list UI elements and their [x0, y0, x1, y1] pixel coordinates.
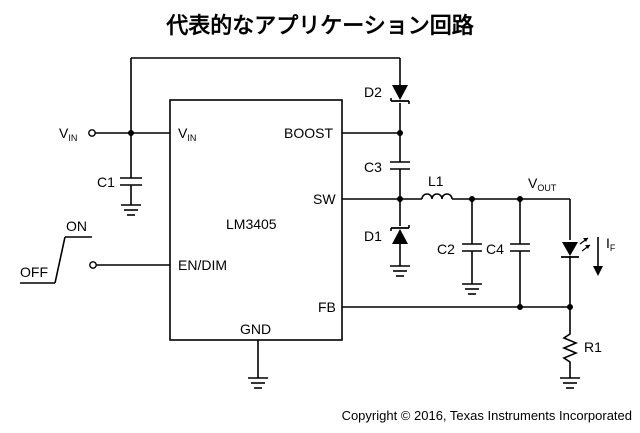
current-arrow-icon [593, 266, 603, 276]
c1-label: C1 [97, 174, 115, 190]
vin-terminal [88, 129, 96, 137]
en-terminal [89, 261, 97, 269]
c2-label: C2 [437, 241, 455, 257]
pin-fb: FB [318, 299, 336, 315]
ic-name: LM3405 [226, 216, 277, 232]
d2-diode [390, 85, 410, 104]
led [561, 237, 591, 258]
d2-label: D2 [364, 84, 382, 100]
r1-label: R1 [584, 339, 602, 355]
switch-on-label: ON [66, 218, 87, 234]
pin-sw: SW [313, 191, 336, 207]
current-label: IF [606, 235, 616, 253]
pin-en-dim: EN/DIM [178, 257, 227, 273]
ic-body [169, 99, 343, 341]
pin-boost: BOOST [284, 125, 333, 141]
pin-gnd: GND [240, 321, 271, 337]
c3-label: C3 [364, 159, 382, 175]
d1-label: D1 [364, 228, 382, 244]
pin-vin: VIN [178, 125, 196, 143]
d1-diode [390, 225, 410, 244]
c4-label: C4 [486, 241, 504, 257]
vout-label: VOUT [528, 175, 557, 193]
diagram-title: 代表的なアプリケーション回路 [166, 14, 474, 39]
vin-label: VIN [59, 125, 77, 143]
copyright-notice: Copyright © 2016, Texas Instruments Inco… [341, 408, 632, 423]
switch-off-label: OFF [20, 264, 48, 280]
l1-label: L1 [428, 173, 444, 189]
